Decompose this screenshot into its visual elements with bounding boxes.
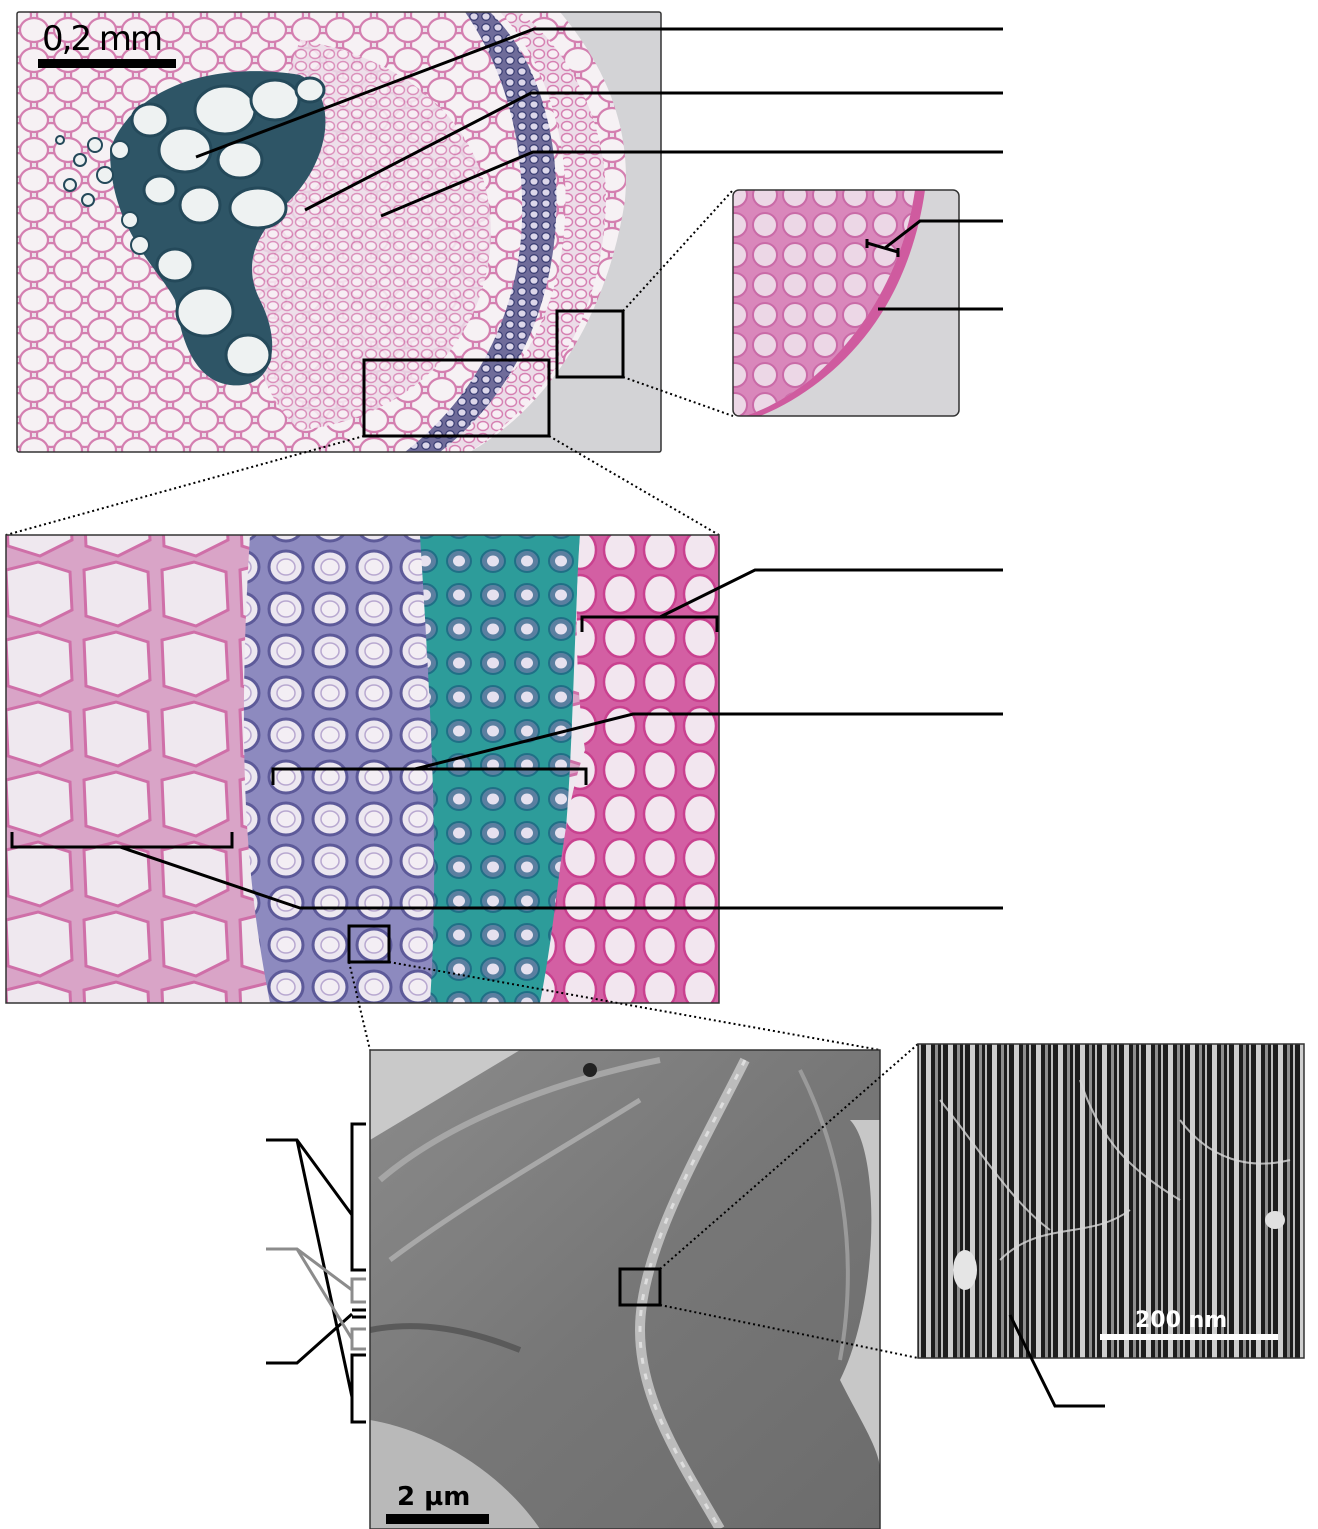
stem-cross-section-micrograph: 0,2 mm [17,12,661,452]
scalebar-tem-label: 2 µm [397,1482,470,1512]
epidermis-inset [733,190,959,416]
sem-cellulose-microfibrils: 200 nm [918,1044,1304,1358]
scalebar-sem-label: 200 nm [1135,1308,1227,1333]
leader-lines-tem [266,1124,366,1422]
scalebar-top-label: 0,2 mm [42,19,161,59]
tem-cell-wall-micrograph: 2 µm [370,1050,880,1529]
